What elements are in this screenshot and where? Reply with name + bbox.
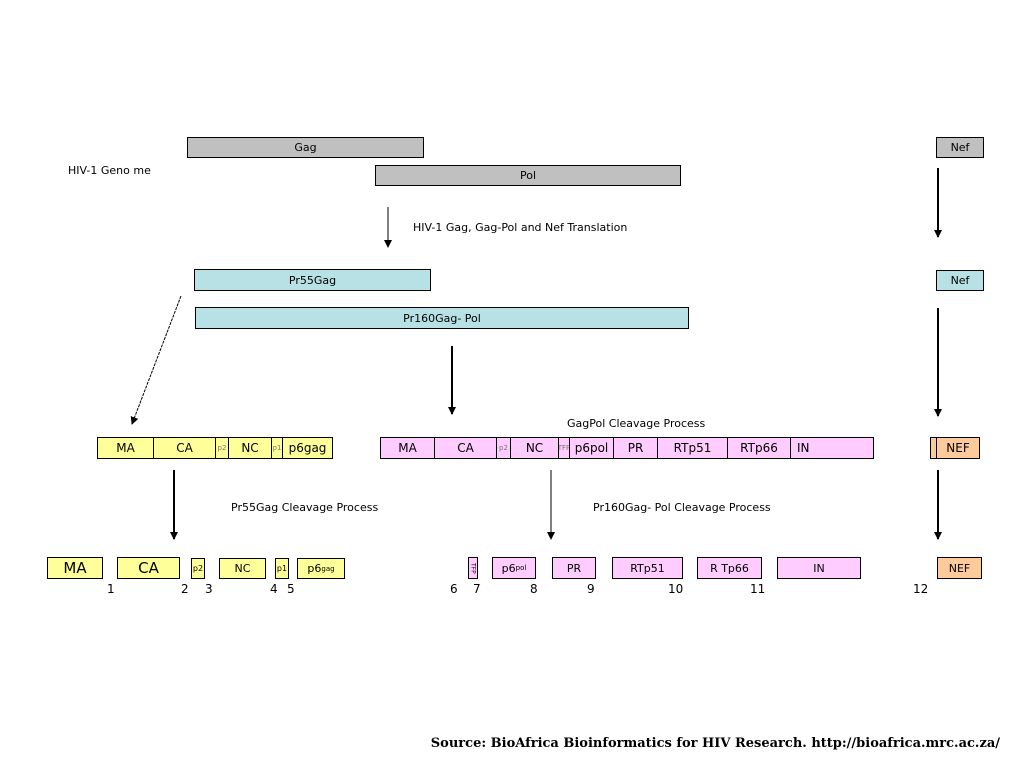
gagpol-seg-in: IN	[797, 441, 810, 455]
p6gag-sup: gag	[321, 564, 335, 573]
number-9: 9	[587, 582, 595, 596]
number-8: 8	[530, 582, 538, 596]
p6pol-base: p6	[501, 561, 516, 575]
genome-label: HIV-1 Geno me	[68, 164, 151, 177]
gagpol-seg-ma: MA	[381, 438, 435, 458]
number-5: 5	[287, 582, 295, 596]
number-11: 11	[750, 582, 766, 596]
product-pr: PR	[552, 557, 596, 579]
nef-row: NEF	[930, 437, 980, 459]
pr160gagpol-box: Pr160Gag- Pol	[195, 307, 689, 329]
pr55-diagonal-arrow	[130, 295, 182, 425]
nef-row-stub	[931, 438, 937, 458]
gagpol-seg-p6pol: p6pol	[570, 438, 614, 458]
product-ca: CA	[117, 557, 180, 579]
gagpol-seg-tfp: TFP	[559, 438, 570, 458]
gag-seg-ca: CA	[154, 438, 216, 458]
product-nc: NC	[219, 558, 266, 579]
product-nef: NEF	[937, 557, 982, 579]
source-caption: Source: BioAfrica Bioinformatics for HIV…	[430, 736, 1000, 751]
pr55gag-box: Pr55Gag	[194, 269, 431, 291]
gagpol-cleavage-label: GagPol Cleavage Process	[567, 417, 706, 430]
nef-row-label: NEF	[946, 441, 970, 455]
product-rtp66: R Tp66	[697, 557, 762, 579]
gagpol-seg-nc: NC	[511, 438, 559, 458]
nef-gene-box: Nef	[936, 137, 984, 158]
number-10: 10	[668, 582, 684, 596]
pr55-cleavage-label: Pr55Gag Cleavage Process	[231, 501, 379, 514]
number-2: 2	[181, 582, 189, 596]
gag-seg-p2: p2	[216, 438, 229, 458]
gagpol-seg-p2: p2	[497, 438, 511, 458]
p6pol-sup: pol	[515, 564, 527, 572]
pol-gene-box: Pol	[375, 165, 681, 186]
gag-seg-nc: NC	[229, 438, 272, 458]
nef-protein-box: Nef	[936, 270, 984, 291]
gag-gene-box: Gag	[187, 137, 424, 158]
p6gag-base: p6	[307, 562, 322, 575]
gag-seg-p6gag: p6gag	[288, 441, 327, 455]
gagpol-seg-rtp51: RTp51	[658, 438, 728, 458]
number-4: 4	[270, 582, 278, 596]
product-in: IN	[777, 557, 861, 579]
pr160-cleavage-label: Pr160Gag- Pol Cleavage Process	[593, 501, 771, 514]
gagpol-seg-pr: PR	[614, 438, 658, 458]
product-p2: p2	[191, 558, 205, 579]
gag-seg-p1: p1	[272, 438, 283, 458]
gag-seg-ma: MA	[98, 438, 154, 458]
number-3: 3	[205, 582, 213, 596]
gagpol-seg-rtp66: RTp66	[728, 438, 791, 458]
number-6: 6	[450, 582, 458, 596]
number-1: 1	[107, 582, 115, 596]
product-p1: p1	[275, 558, 289, 579]
product-ma: MA	[47, 557, 103, 579]
product-rtp51: RTp51	[612, 557, 683, 579]
translation-label: HIV-1 Gag, Gag-Pol and Nef Translation	[413, 221, 628, 234]
product-tfp: TFP	[468, 557, 478, 579]
number-12: 12	[913, 582, 929, 596]
gagpol-seg-ca: CA	[435, 438, 497, 458]
number-7: 7	[473, 582, 481, 596]
gag-polyprotein-row: MA CA p2 NC p1 p6gag	[97, 437, 333, 459]
gagpol-polyprotein-row: MA CA p2 NC TFP p6pol PR RTp51 RTp66 IN	[380, 437, 874, 459]
